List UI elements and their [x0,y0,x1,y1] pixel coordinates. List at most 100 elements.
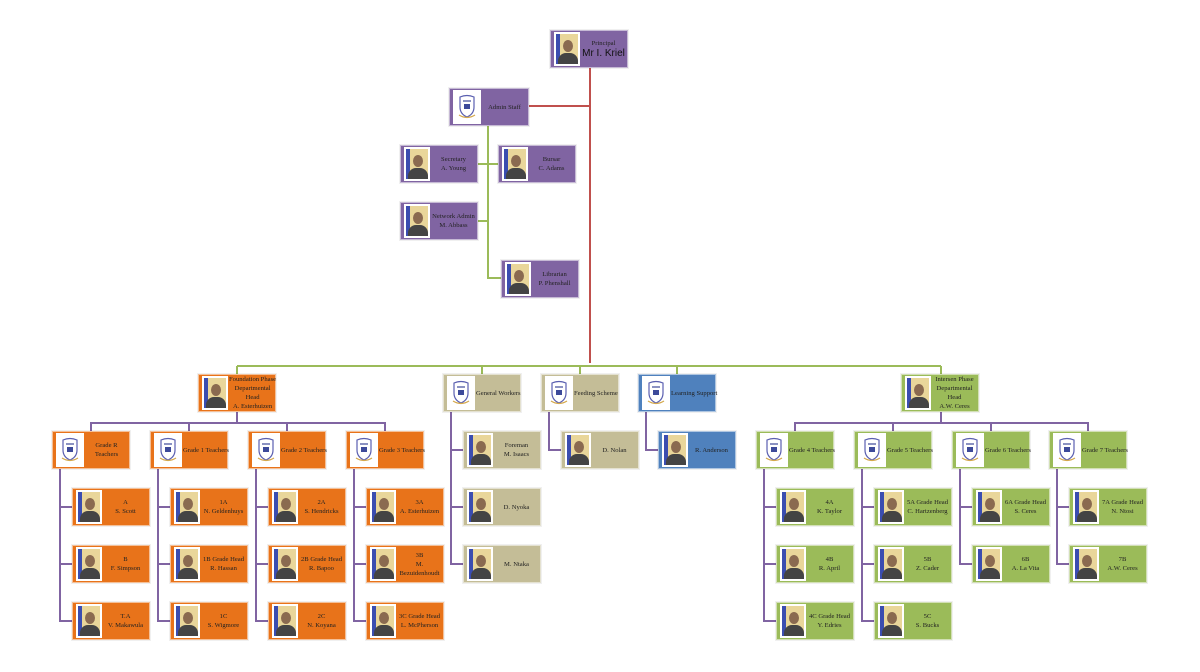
school-crest-icon [56,433,84,467]
node-subtitle: Y. Edries [817,622,842,629]
staff-photo [662,433,688,467]
node-title: 6B [1021,556,1030,563]
node-title: 1A [219,499,228,506]
org-node-learning[interactable]: Learning Support [637,373,718,413]
org-node-grade5[interactable]: Grade 5 Teachers [853,430,933,470]
node-label: Admin Staff [481,103,528,112]
org-node-feeding[interactable]: Feeding Scheme [540,373,620,413]
node-title: 5A Grade Head [906,499,948,506]
node-title: Grade 3 Teachers [379,446,425,454]
org-node-g2B[interactable]: 2B Grade Head R. Bapoo [267,544,347,584]
node-title: 3C Grade Head [398,613,440,620]
node-title: Grade 5 Teachers [887,446,933,454]
org-node-grade4[interactable]: Grade 4 Teachers [755,430,835,470]
org-node-lsAnderson[interactable]: R. Anderson [657,430,737,470]
node-subtitle: A. Esterhuizen [399,508,440,515]
org-node-grade3[interactable]: Grade 3 Teachers [345,430,425,470]
node-subtitle: S. Bucks [915,622,940,629]
node-title: T.A [120,613,131,620]
node-title: 2C [317,613,326,620]
staff-photo [565,433,591,467]
school-crest-icon [956,433,984,467]
node-title: Grade 4 Teachers [789,446,835,454]
org-node-fsNolan[interactable]: D. Nolan [560,430,640,470]
node-title: Grade 6 Teachers [985,446,1031,454]
node-subtitle: R. Bapoo [309,565,334,572]
org-node-grade6[interactable]: Grade 6 Teachers [951,430,1031,470]
principal-connectors [529,68,591,363]
node-title: 3B [415,551,424,559]
org-node-grade1[interactable]: Grade 1 Teachers [149,430,229,470]
school-crest-icon [154,433,182,467]
node-label: 2B Grade Head R. Bapoo [298,555,345,573]
node-subtitle: N. Ntosi [1111,508,1134,515]
school-crest-icon [453,90,481,124]
node-title: Foundation Phase [229,376,277,383]
node-subtitle: S. Wigmore [207,622,240,629]
org-node-gwNtaka[interactable]: M. Ntaka [462,544,542,584]
staff-photo [878,490,904,524]
org-node-gwNyoka[interactable]: D. Nyoka [462,487,542,527]
staff-photo [467,490,493,524]
node-subtitle: R. April [818,565,841,572]
org-node-g2C[interactable]: 2C N. Koyana [267,601,347,641]
staff-photo [505,262,531,296]
node-label: M. Ntaka [493,560,540,569]
node-label: 2C N. Koyana [298,612,345,630]
org-node-grade7[interactable]: Grade 7 Teachers [1048,430,1128,470]
node-title: 1B Grade Head [202,556,244,563]
node-title: B [123,556,128,563]
org-node-general[interactable]: General Workers [442,373,522,413]
org-node-admin[interactable]: Admin Staff [448,87,530,127]
node-title: 2B Grade Head [300,556,342,563]
node-title: Learning Support [671,389,718,397]
org-node-grade2[interactable]: Grade 2 Teachers [247,430,327,470]
staff-photo [780,604,806,638]
node-title: Network Admin [432,213,475,220]
node-subtitle: N. Koyana [307,622,336,629]
org-node-g1B[interactable]: 1B Grade Head R. Hassan [169,544,249,584]
node-subtitle: Mr I. Kriel [582,47,625,59]
node-label: Feeding Scheme [573,389,619,398]
node-subtitle: R. Hassan [210,565,237,572]
